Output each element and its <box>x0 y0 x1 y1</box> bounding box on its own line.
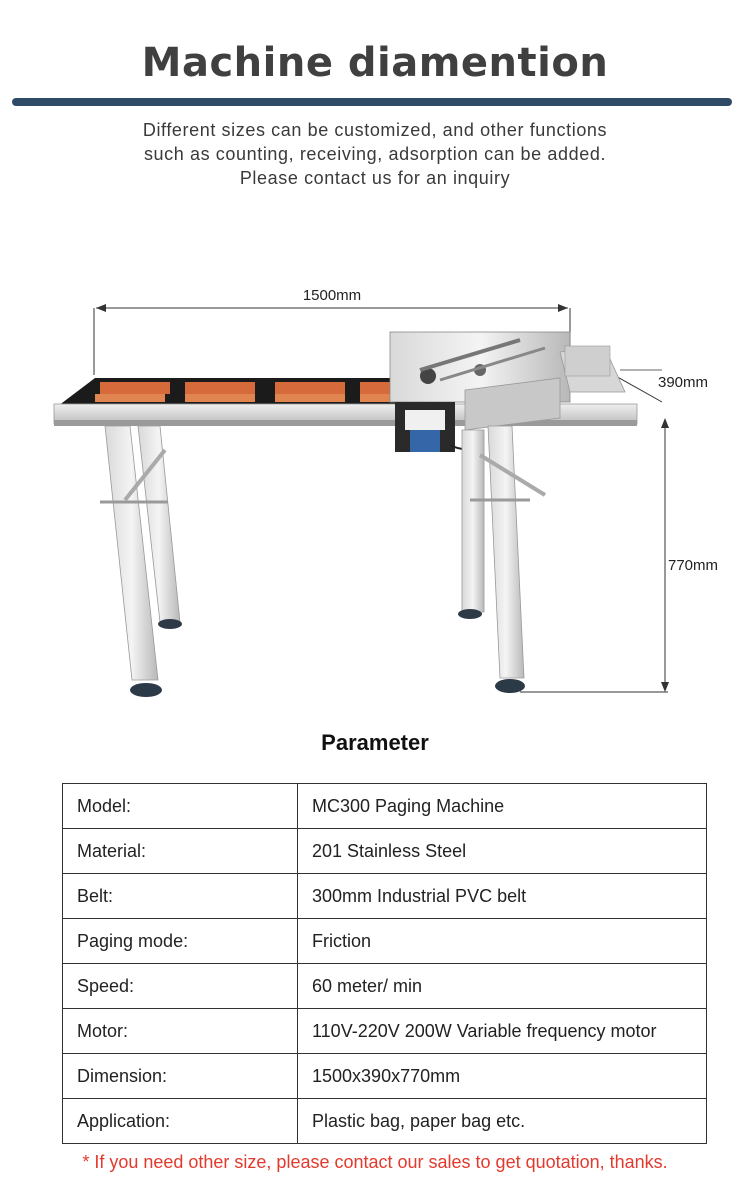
param-value: 60 meter/ min <box>297 963 707 1009</box>
height-dimension: 770mm <box>520 418 718 693</box>
table-row: Motor: 110V-220V 200W Variable frequency… <box>62 1008 707 1054</box>
table-row: Material: 201 Stainless Steel <box>62 828 707 874</box>
table-row: Model: MC300 Paging Machine <box>62 783 707 829</box>
title-underline <box>12 98 732 106</box>
param-value: Plastic bag, paper bag etc. <box>297 1098 707 1144</box>
footer-note: * If you need other size, please contact… <box>82 1152 668 1172</box>
param-label: Speed: <box>62 963 298 1009</box>
table-row: Dimension: 1500x390x770mm <box>62 1053 707 1099</box>
length-dimension: 1500mm <box>93 287 571 375</box>
machine-figure: 1500mm 390mm 770mm <box>0 270 750 710</box>
param-label: Application: <box>62 1098 298 1144</box>
page-title: Machine diamention <box>141 40 609 86</box>
subtitle-line: Please contact us for an inquiry <box>239 168 511 188</box>
length-label: 1500mm <box>303 287 361 304</box>
feeder-head <box>389 331 626 452</box>
param-value: 110V-220V 200W Variable frequency motor <box>297 1008 707 1054</box>
table-row: Paging mode: Friction <box>62 918 707 964</box>
param-label: Material: <box>62 828 298 874</box>
right-leg <box>458 425 547 693</box>
param-value: 201 Stainless Steel <box>297 828 707 874</box>
machine-diagram: 1500mm 390mm 770mm <box>53 287 718 697</box>
param-value: Friction <box>297 918 707 964</box>
table-row: Belt: 300mm Industrial PVC belt <box>62 873 707 919</box>
width-label: 390mm <box>658 374 708 391</box>
param-label: Motor: <box>62 1008 298 1054</box>
param-label: Model: <box>62 783 298 829</box>
param-label: Paging mode: <box>62 918 298 964</box>
subtitle: Different sizes can be customized, and o… <box>0 118 750 190</box>
param-value: MC300 Paging Machine <box>297 783 707 829</box>
parameter-title: Parameter <box>321 730 429 755</box>
param-label: Dimension: <box>62 1053 298 1099</box>
left-leg <box>100 425 182 697</box>
table-row: Speed: 60 meter/ min <box>62 963 707 1009</box>
parameter-table: Model: MC300 Paging Machine Material: 20… <box>62 783 707 1144</box>
param-label: Belt: <box>62 873 298 919</box>
subtitle-line: Different sizes can be customized, and o… <box>142 120 608 140</box>
subtitle-line: such as counting, receiving, adsorption … <box>143 144 607 164</box>
height-label: 770mm <box>668 557 718 574</box>
param-value: 300mm Industrial PVC belt <box>297 873 707 919</box>
param-value: 1500x390x770mm <box>297 1053 707 1099</box>
table-row: Application: Plastic bag, paper bag etc. <box>62 1098 707 1144</box>
